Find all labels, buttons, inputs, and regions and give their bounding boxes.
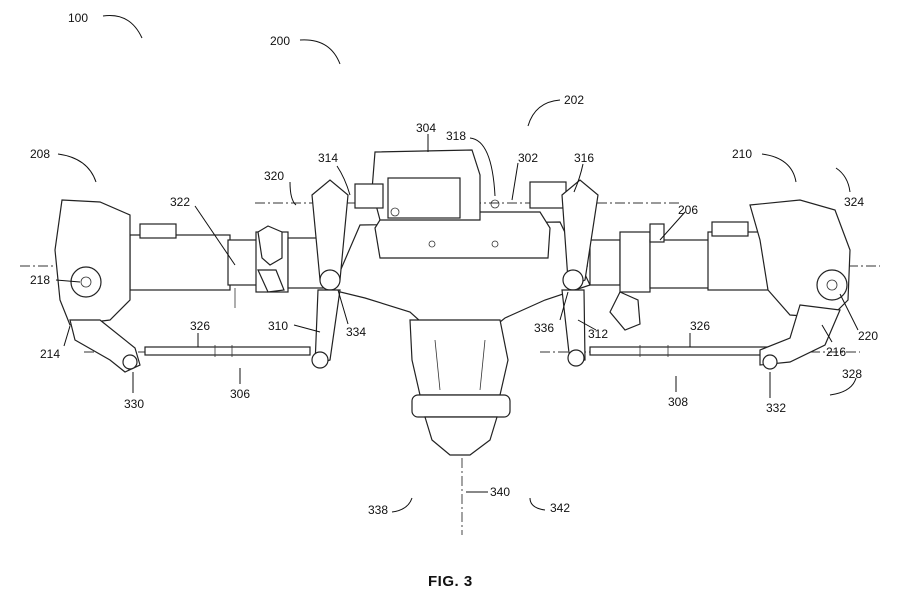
label-100: 100 bbox=[68, 11, 88, 25]
knuckle-left bbox=[54, 199, 141, 373]
label-316: 316 bbox=[574, 151, 594, 165]
differential-housing bbox=[331, 149, 591, 456]
label-322: 322 bbox=[170, 195, 190, 209]
reference-numerals: 100 200 202 304 318 314 302 316 320 208 … bbox=[30, 11, 878, 517]
figure-caption: FIG. 3 bbox=[428, 573, 473, 590]
label-200: 200 bbox=[270, 34, 290, 48]
label-308: 308 bbox=[668, 395, 688, 409]
label-306: 306 bbox=[230, 387, 250, 401]
leader-lines bbox=[55, 14, 859, 513]
label-220: 220 bbox=[858, 329, 878, 343]
label-320: 320 bbox=[264, 169, 284, 183]
label-208: 208 bbox=[30, 147, 50, 161]
label-332: 332 bbox=[766, 401, 786, 415]
lower-links bbox=[311, 289, 586, 369]
label-328: 328 bbox=[842, 367, 862, 381]
label-312: 312 bbox=[588, 327, 608, 341]
label-318: 318 bbox=[446, 129, 466, 143]
label-330: 330 bbox=[124, 397, 144, 411]
label-310: 310 bbox=[268, 319, 288, 333]
label-206: 206 bbox=[678, 203, 698, 217]
label-214: 214 bbox=[40, 347, 60, 361]
label-326-right: 326 bbox=[690, 319, 710, 333]
label-304: 304 bbox=[416, 121, 436, 135]
label-210: 210 bbox=[732, 147, 752, 161]
label-326-left: 326 bbox=[190, 319, 210, 333]
label-334: 334 bbox=[346, 325, 366, 339]
label-340: 340 bbox=[490, 485, 510, 499]
label-342: 342 bbox=[550, 501, 570, 515]
label-324: 324 bbox=[844, 195, 864, 209]
label-336: 336 bbox=[534, 321, 554, 335]
label-314: 314 bbox=[318, 151, 338, 165]
label-338: 338 bbox=[368, 503, 388, 517]
knuckle-right bbox=[749, 199, 851, 370]
axle-tube-left bbox=[129, 223, 329, 308]
label-202: 202 bbox=[564, 93, 584, 107]
label-216: 216 bbox=[826, 345, 846, 359]
label-218: 218 bbox=[30, 273, 50, 287]
label-302: 302 bbox=[518, 151, 538, 165]
upper-links bbox=[311, 179, 599, 291]
axle-tube-right bbox=[589, 221, 769, 331]
